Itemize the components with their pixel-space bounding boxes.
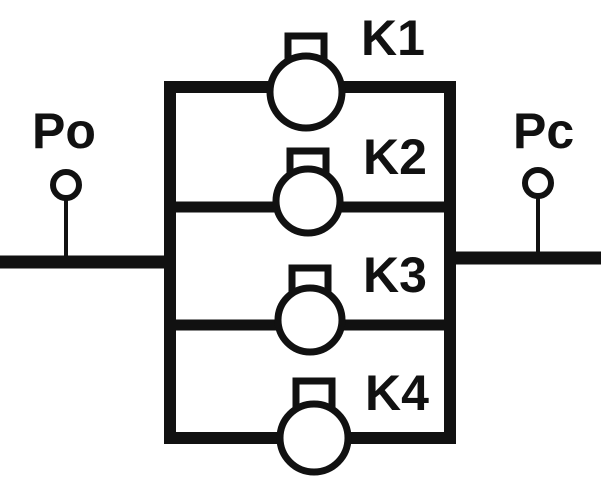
- outlet-pressure-gauge: [522, 167, 554, 258]
- valve-k3: [274, 264, 346, 356]
- label-k3: K3: [363, 247, 427, 303]
- label-k4: K4: [365, 365, 429, 421]
- valve-k1: [266, 32, 346, 132]
- label-k2: K2: [363, 129, 427, 185]
- label-po: Po: [32, 103, 96, 159]
- label-k1: K1: [361, 10, 425, 66]
- label-pc: Pc: [513, 103, 574, 159]
- inlet-pressure-gauge: [50, 169, 82, 262]
- valve-k2: [272, 147, 344, 237]
- valve-k4: [276, 377, 352, 476]
